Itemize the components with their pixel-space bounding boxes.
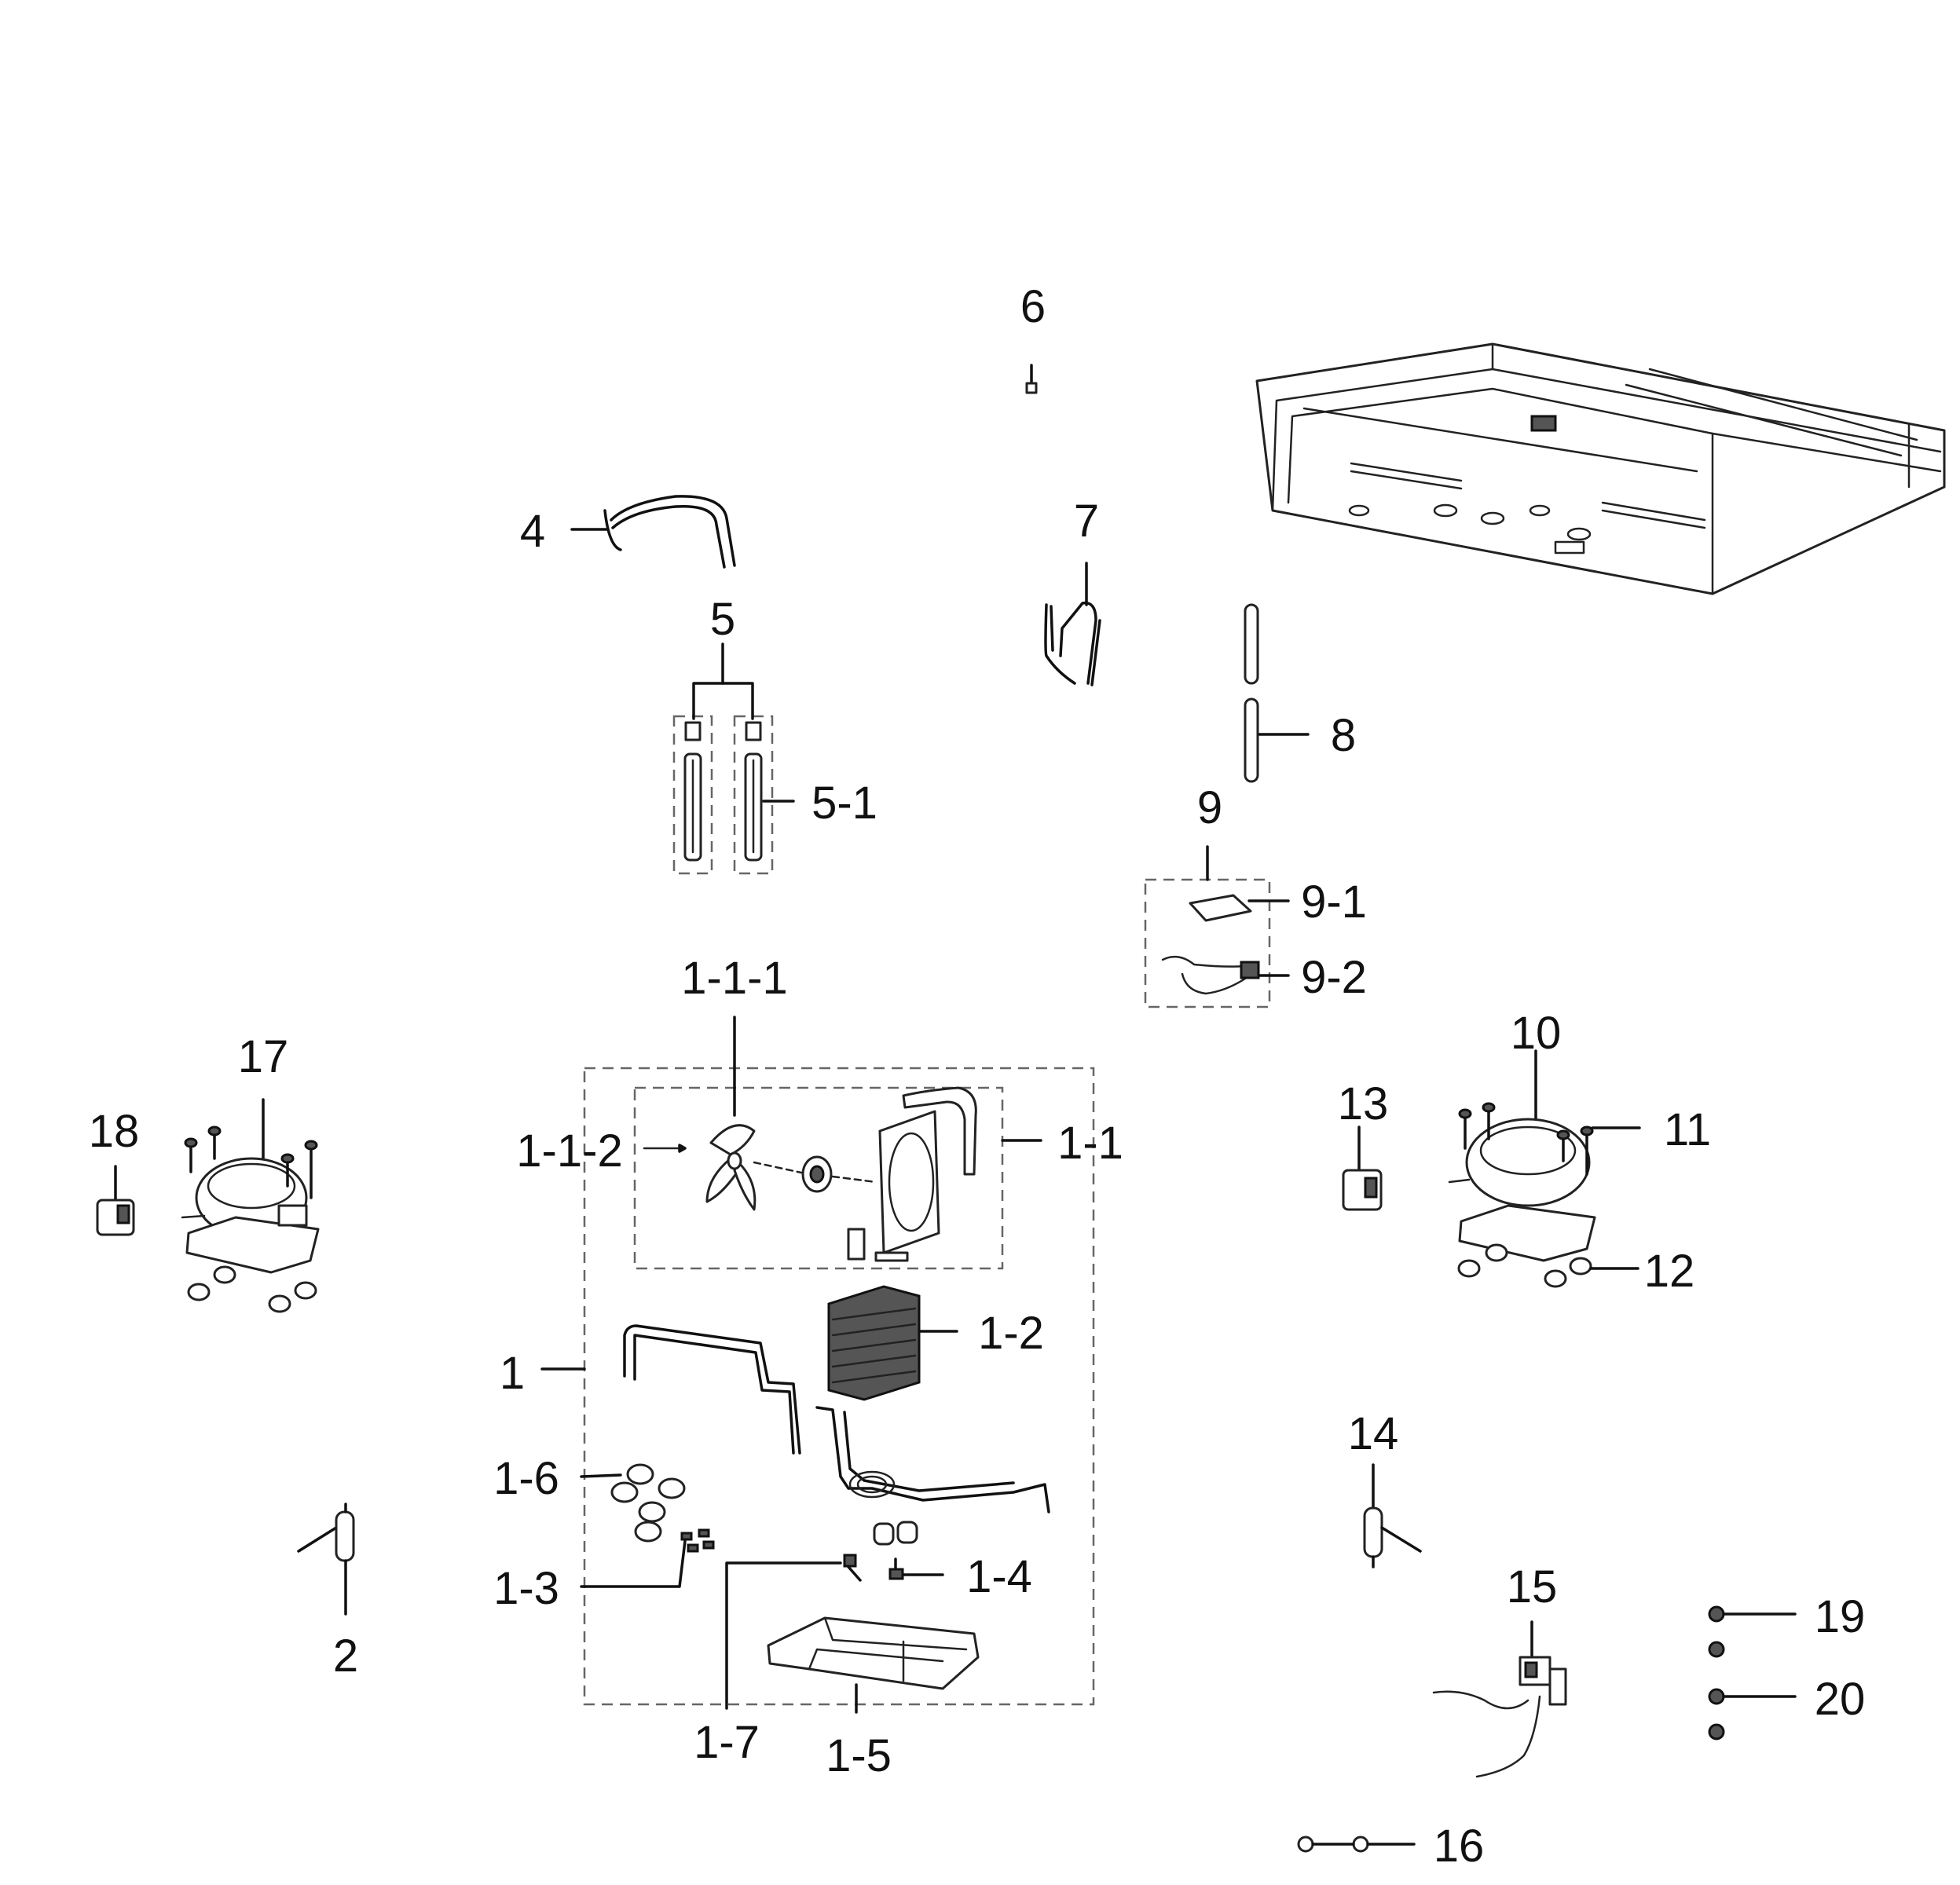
label-9-1: 9-1 xyxy=(1301,877,1367,928)
label-13: 13 xyxy=(1338,1078,1389,1129)
label-1-3: 1-3 xyxy=(493,1563,559,1614)
part-labels: 6 4 7 5 5-1 8 9 9-1 9-2 1-1-1 1-1-2 1-1 … xyxy=(89,281,1866,1872)
part-12-grommets xyxy=(1457,1243,1639,1288)
part-1-7-clip xyxy=(725,1554,862,1710)
label-2: 2 xyxy=(333,1631,358,1682)
part-14-drier xyxy=(1363,1463,1422,1568)
label-10: 10 xyxy=(1511,1008,1562,1059)
compressor-17-grommets xyxy=(187,1265,317,1313)
part-1-5-drain-pan xyxy=(767,1616,980,1714)
label-12: 12 xyxy=(1644,1246,1695,1297)
part-10-compressor xyxy=(1448,1049,1596,1262)
part-13-relay xyxy=(1342,1126,1383,1211)
part-1-3-fasteners xyxy=(580,1528,715,1588)
damper-left xyxy=(683,721,702,862)
label-7: 7 xyxy=(1074,496,1099,547)
label-14: 14 xyxy=(1348,1408,1399,1459)
part-1-1-2-fan-blade xyxy=(643,1124,757,1211)
label-1-4: 1-4 xyxy=(966,1551,1032,1602)
label-4: 4 xyxy=(520,506,545,557)
label-20: 20 xyxy=(1815,1674,1866,1725)
part-15-valve xyxy=(1432,1620,1567,1778)
part-9-2-harness xyxy=(1161,955,1290,995)
part-9-1-cover xyxy=(1189,894,1290,922)
part-2-drier xyxy=(297,1503,355,1616)
compressor-10-bolts xyxy=(1458,1102,1594,1176)
compressor-17-bolts xyxy=(184,1126,318,1199)
label-6: 6 xyxy=(1020,281,1046,332)
label-1-1-1: 1-1-1 xyxy=(681,953,787,1004)
label-18: 18 xyxy=(89,1106,140,1157)
part-20-screws xyxy=(1708,1688,1797,1740)
fan-motor xyxy=(753,1155,877,1193)
label-1-7: 1-7 xyxy=(694,1717,760,1768)
label-1-5: 1-5 xyxy=(826,1730,892,1781)
label-9: 9 xyxy=(1197,782,1222,833)
label-5: 5 xyxy=(710,594,735,645)
part-6-screw xyxy=(1025,364,1038,394)
part-9-group xyxy=(1144,845,1290,1008)
part-1-6-grommets xyxy=(580,1463,686,1543)
part-19-screws xyxy=(1708,1605,1797,1658)
part-8-sensor xyxy=(1244,603,1310,783)
label-1-2: 1-2 xyxy=(978,1308,1044,1359)
part-1-4-clip xyxy=(873,1521,944,1580)
part-16-clip xyxy=(1297,1836,1416,1853)
label-9-2: 9-2 xyxy=(1301,952,1367,1003)
part-4-pipe xyxy=(570,495,736,569)
label-11: 11 xyxy=(1664,1104,1711,1155)
label-1: 1 xyxy=(500,1348,525,1399)
fan-shroud xyxy=(847,1086,977,1262)
tray-grille xyxy=(1350,462,1706,529)
part-18-relay xyxy=(96,1165,135,1236)
part-1-1-fan-group xyxy=(633,1086,1004,1270)
label-1-1-2: 1-1-2 xyxy=(516,1126,622,1177)
base-tray-assembly xyxy=(1255,342,1946,595)
label-5-1: 5-1 xyxy=(811,778,877,829)
label-16: 16 xyxy=(1434,1821,1485,1872)
label-15: 15 xyxy=(1507,1561,1558,1612)
label-8: 8 xyxy=(1331,710,1356,761)
part-1-group xyxy=(540,1016,1095,1714)
part-1-tubing xyxy=(540,1324,1050,1513)
label-1-6: 1-6 xyxy=(493,1453,559,1504)
part-17-compressor xyxy=(181,1098,320,1313)
label-1-1: 1-1 xyxy=(1057,1118,1123,1169)
part-5-damper-group xyxy=(672,642,795,875)
part-1-2-condenser xyxy=(827,1285,958,1401)
part-7-pipe xyxy=(1044,562,1101,686)
damper-right xyxy=(744,721,763,862)
label-17: 17 xyxy=(238,1031,289,1082)
label-19: 19 xyxy=(1815,1591,1866,1642)
